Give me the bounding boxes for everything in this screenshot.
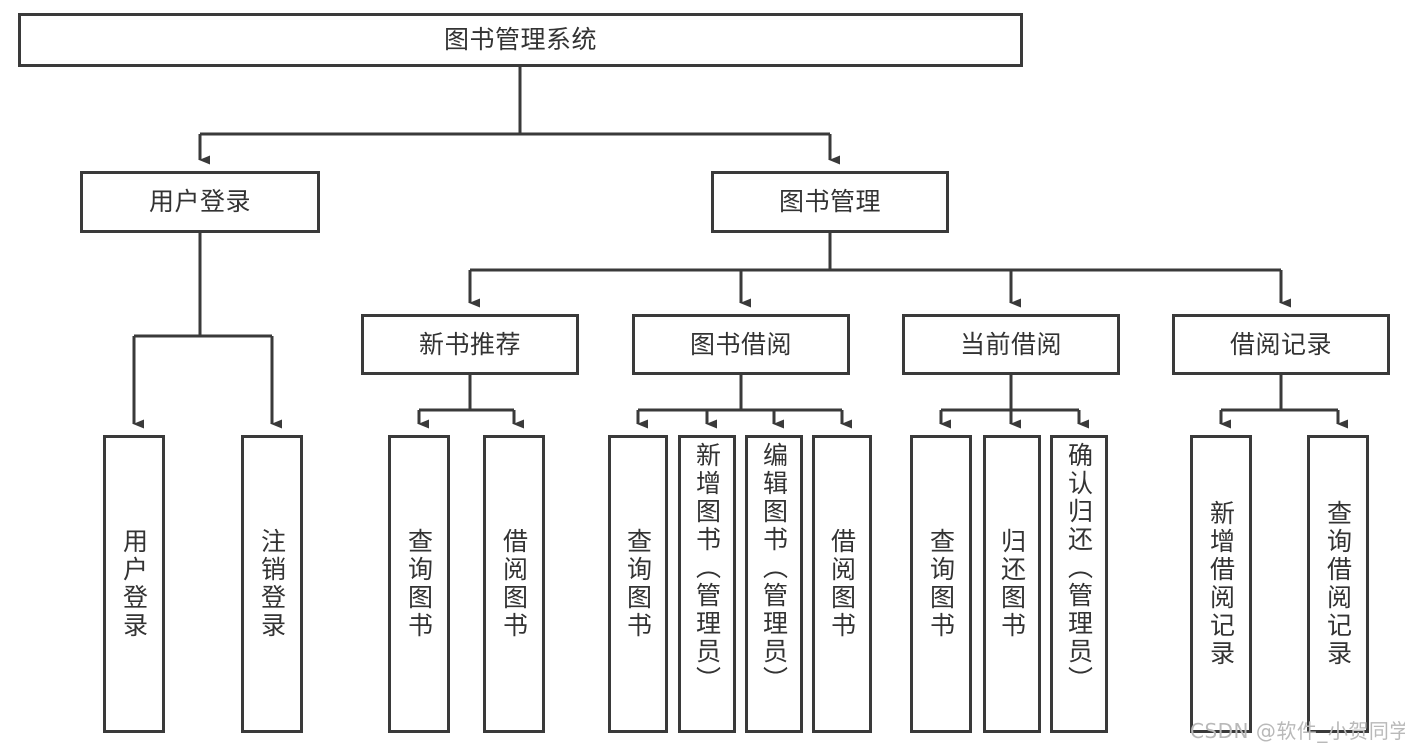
node-leaf-borrow-book-label: 借阅图书 — [827, 528, 857, 640]
node-current-borrow[interactable]: 当前借阅 — [902, 314, 1120, 375]
node-leaf-confirm-return-admin[interactable]: 确认归还（管理员） — [1050, 435, 1108, 733]
node-leaf-logout[interactable]: 注销登录 — [241, 435, 303, 733]
node-leaf-query-borrow-record-label: 查询借阅记录 — [1323, 500, 1353, 668]
node-leaf-add-borrow-record-label: 新增借阅记录 — [1206, 500, 1236, 668]
node-book-borrow[interactable]: 图书借阅 — [632, 314, 850, 375]
node-current-borrow-label: 当前借阅 — [959, 329, 1062, 359]
node-leaf-user-login[interactable]: 用户登录 — [103, 435, 165, 733]
node-leaf-query-book-cur-label: 查询图书 — [926, 528, 956, 640]
node-leaf-return-book[interactable]: 归还图书 — [983, 435, 1041, 733]
node-leaf-query-book-label: 查询图书 — [623, 528, 653, 640]
node-root[interactable]: 图书管理系统 — [18, 13, 1023, 67]
node-root-label: 图书管理系统 — [443, 25, 597, 55]
csdn-watermark: CSDN @软件_小贺同学 — [1190, 719, 1405, 743]
node-leaf-borrow-book[interactable]: 借阅图书 — [812, 435, 872, 733]
node-user-login-label: 用户登录 — [148, 187, 251, 217]
node-new-book-rec[interactable]: 新书推荐 — [361, 314, 579, 375]
node-leaf-query-book[interactable]: 查询图书 — [608, 435, 668, 733]
node-leaf-add-book-admin-label: 新增图书（管理员） — [692, 442, 722, 694]
node-leaf-query-borrow-record[interactable]: 查询借阅记录 — [1307, 435, 1369, 733]
node-leaf-add-borrow-record[interactable]: 新增借阅记录 — [1190, 435, 1252, 733]
node-leaf-query-book-rec-label: 查询图书 — [404, 528, 434, 640]
node-leaf-logout-label: 注销登录 — [257, 528, 287, 640]
node-book-manage[interactable]: 图书管理 — [711, 171, 949, 233]
node-leaf-query-book-cur[interactable]: 查询图书 — [910, 435, 972, 733]
node-borrow-record-label: 借阅记录 — [1229, 329, 1332, 359]
node-new-book-rec-label: 新书推荐 — [418, 329, 521, 359]
node-leaf-borrow-book-rec[interactable]: 借阅图书 — [483, 435, 545, 733]
node-borrow-record[interactable]: 借阅记录 — [1172, 314, 1390, 375]
node-leaf-edit-book-admin[interactable]: 编辑图书（管理员） — [745, 435, 803, 733]
node-leaf-borrow-book-rec-label: 借阅图书 — [499, 528, 529, 640]
node-book-manage-label: 图书管理 — [778, 187, 881, 217]
node-leaf-add-book-admin[interactable]: 新增图书（管理员） — [678, 435, 736, 733]
node-leaf-confirm-return-admin-label: 确认归还（管理员） — [1064, 442, 1094, 694]
node-leaf-edit-book-admin-label: 编辑图书（管理员） — [759, 442, 789, 694]
node-leaf-user-login-label: 用户登录 — [119, 528, 149, 640]
node-leaf-query-book-rec[interactable]: 查询图书 — [388, 435, 450, 733]
node-leaf-return-book-label: 归还图书 — [997, 528, 1027, 640]
node-user-login[interactable]: 用户登录 — [80, 171, 320, 233]
node-book-borrow-label: 图书借阅 — [689, 329, 792, 359]
